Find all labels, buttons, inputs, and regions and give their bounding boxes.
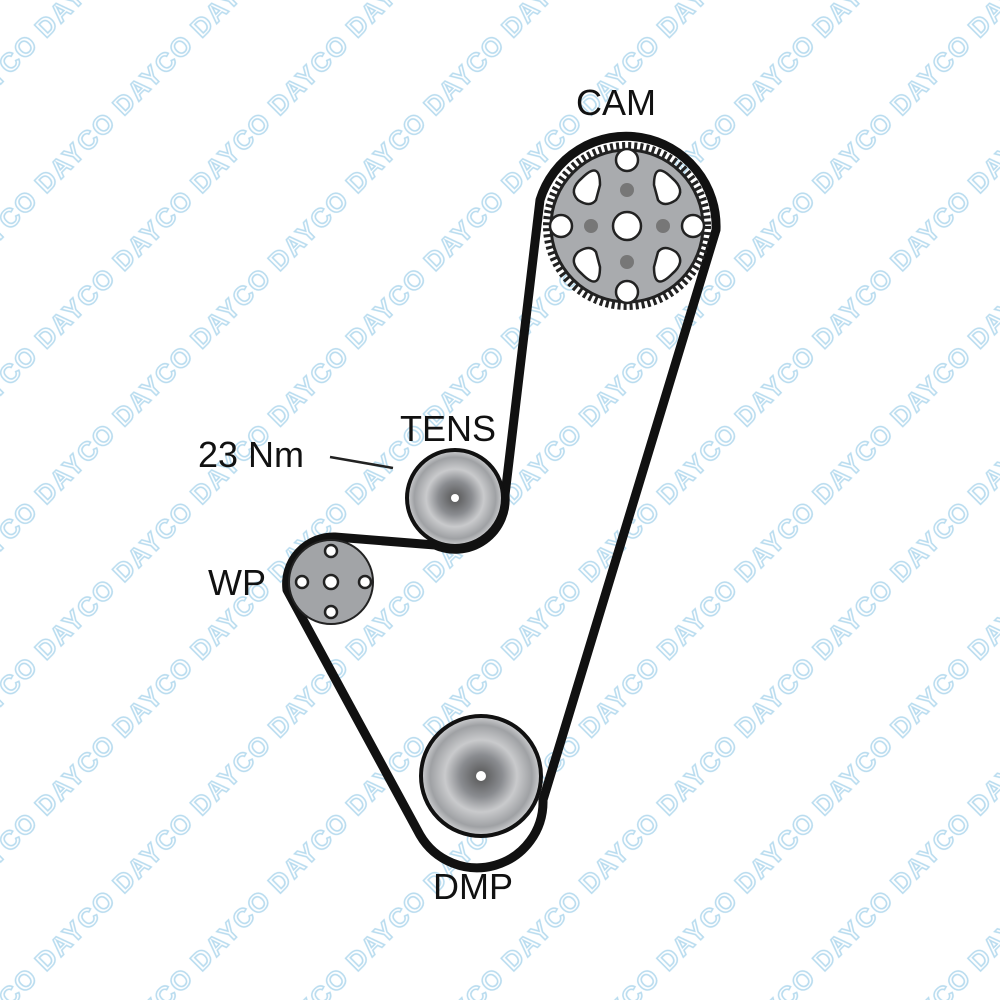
damper-pulley	[419, 714, 543, 838]
cam-pulley	[543, 142, 711, 310]
torque-leader-line	[329, 455, 394, 470]
dmp-label: DMP	[433, 866, 513, 907]
cam-label: CAM	[576, 82, 656, 123]
timing-belt	[282, 131, 721, 873]
torque-label: 23 Nm	[198, 434, 305, 475]
tens-label: TENS	[400, 408, 497, 449]
tensioner-pulley	[405, 448, 505, 548]
wp-label: WP	[208, 562, 266, 603]
water-pump-pulley	[288, 539, 374, 625]
